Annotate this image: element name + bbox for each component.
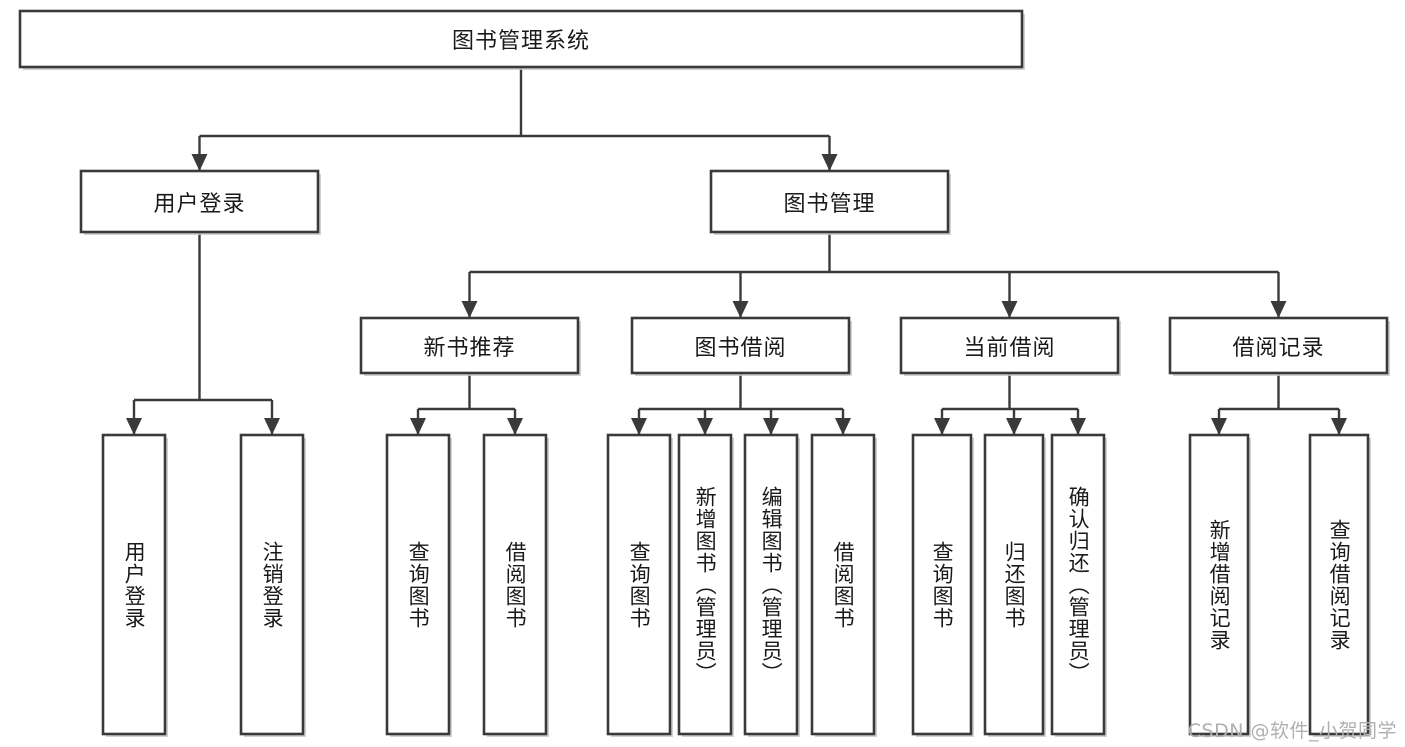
arrow-head-icon	[507, 418, 523, 435]
node-box-root[interactable]	[18, 9, 1024, 69]
arrow-head-icon	[1070, 418, 1086, 435]
node-box-l3_1[interactable]	[630, 316, 851, 375]
arrow-head-icon	[1001, 301, 1018, 318]
node-box-leaf_3[interactable]	[482, 433, 548, 736]
node-box-l3_2[interactable]	[899, 316, 1120, 375]
edges-layer	[126, 67, 1347, 435]
node-box-leaf_11[interactable]	[1188, 433, 1250, 736]
arrow-head-icon	[732, 301, 749, 318]
node-box-leaf_2[interactable]	[385, 433, 451, 736]
node-box-l2_1[interactable]	[709, 169, 950, 234]
node-box-leaf_6[interactable]	[743, 433, 799, 736]
arrow-head-icon	[191, 154, 208, 171]
node-box-leaf_5[interactable]	[677, 433, 733, 736]
node-box-leaf_12[interactable]	[1308, 433, 1370, 736]
node-box-l2_0[interactable]	[79, 169, 320, 234]
node-box-leaf_4[interactable]	[606, 433, 672, 736]
node-box-leaf_8[interactable]	[911, 433, 973, 736]
arrow-head-icon	[1270, 301, 1287, 318]
arrow-head-icon	[1006, 418, 1022, 435]
arrow-head-icon	[126, 418, 142, 435]
node-box-leaf_7[interactable]	[810, 433, 876, 736]
arrow-head-icon	[835, 418, 851, 435]
arrow-head-icon	[763, 418, 779, 435]
node-box-leaf_0[interactable]	[101, 433, 167, 736]
arrow-head-icon	[1211, 418, 1227, 435]
arrow-head-icon	[697, 418, 713, 435]
arrow-head-icon	[934, 418, 950, 435]
arrow-head-icon	[631, 418, 647, 435]
watermark-text: CSDN @软件_小贺同学	[1187, 720, 1397, 742]
node-box-l3_3[interactable]	[1168, 316, 1389, 375]
arrow-head-icon	[410, 418, 426, 435]
node-box-leaf_9[interactable]	[983, 433, 1045, 736]
arrow-head-icon	[1331, 418, 1347, 435]
node-box-l3_0[interactable]	[359, 316, 580, 375]
node-box-leaf_10[interactable]	[1050, 433, 1106, 736]
node-box-leaf_1[interactable]	[239, 433, 305, 736]
arrow-head-icon	[461, 301, 478, 318]
arrow-head-icon	[821, 154, 838, 171]
boxes-layer	[18, 9, 1390, 737]
arrow-head-icon	[264, 418, 280, 435]
